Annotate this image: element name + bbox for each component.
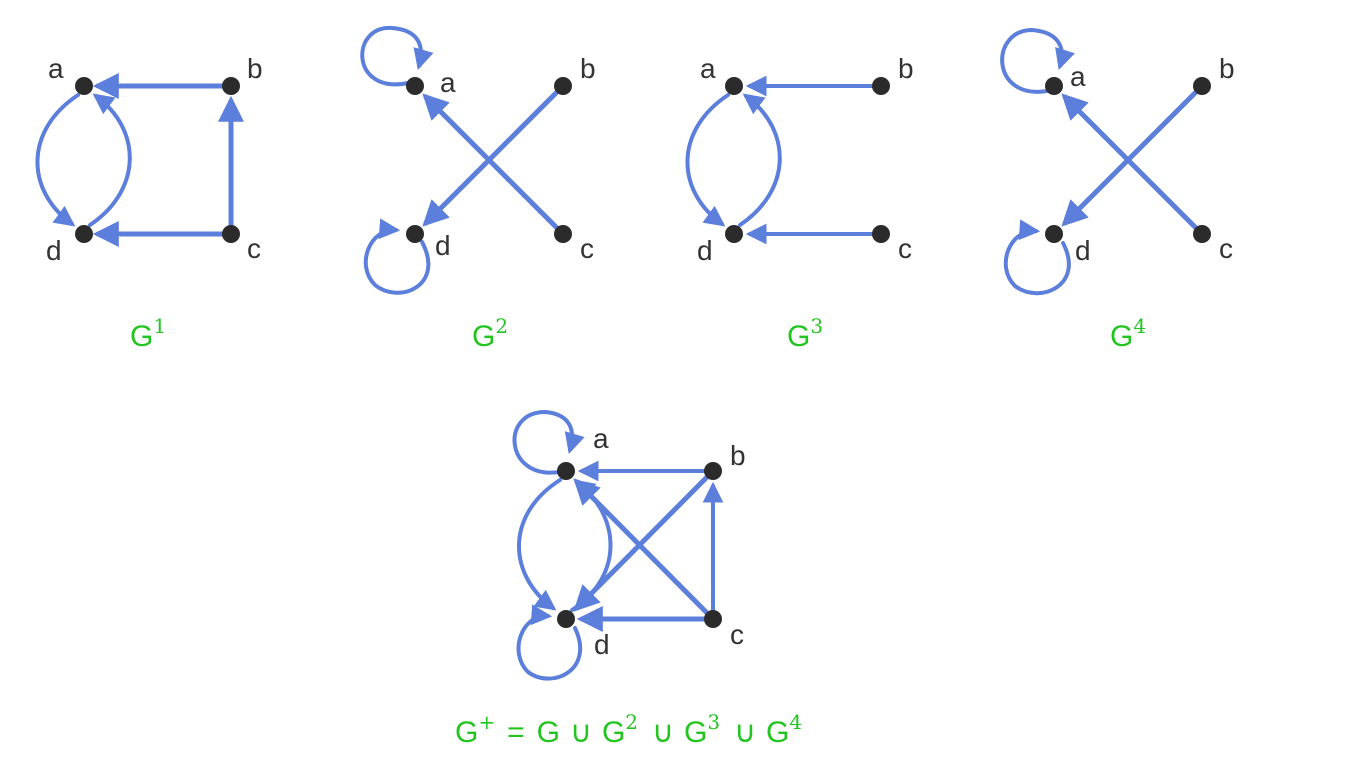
node-label-c: c [730,619,744,650]
caption-g1: G1 [130,314,166,353]
edge-a-to-a-loop [512,409,585,475]
edge-d-to-d-loop [363,218,431,295]
edge-b-to-d [1061,83,1205,227]
node-label-d: d [1075,235,1091,266]
node-label-a: a [48,53,64,84]
node-label-a: a [593,423,609,454]
graph-g1: a b c d G1 [35,53,263,353]
graph-g4: a b c d G4 [1000,27,1235,353]
node-label-a: a [440,67,456,98]
edge-a-to-a-loop [360,25,434,87]
node-label-c: c [247,233,261,264]
node-c [1193,225,1211,243]
node-a [75,77,93,95]
node-label-c: c [580,233,594,264]
caption-g4: G4 [1110,314,1146,353]
node-label-d: d [594,629,610,660]
node-label-b: b [898,53,914,84]
caption-g2: G2 [472,314,508,353]
edge-a-to-d [35,93,80,227]
edge-d-to-a [738,93,782,227]
node-b [872,77,890,95]
node-label-b: b [1219,53,1235,84]
node-label-d: d [435,230,451,261]
edge-d-to-a [88,93,132,227]
graph-g-plus: a b c d [512,409,746,681]
node-c [872,225,890,243]
edge-c-to-a [422,93,566,237]
node-d [725,225,743,243]
node-label-c: c [1219,233,1233,264]
node-a [725,77,743,95]
edge-b-to-d [422,83,566,227]
edge-a-to-d [685,93,730,227]
node-a [406,77,424,95]
node-c [704,610,722,628]
node-d [557,610,575,628]
node-b [704,462,722,480]
caption-g3: G3 [787,314,823,353]
edge-d-to-d-loop [516,604,583,681]
node-a [557,462,575,480]
node-b [1193,77,1211,95]
node-label-a: a [700,53,716,84]
graph-g3: a b c d G3 [685,53,914,353]
node-b [554,77,572,95]
node-c [222,225,240,243]
node-c [554,225,572,243]
edge-c-to-a [1061,93,1205,237]
node-b [222,77,240,95]
node-label-b: b [247,53,263,84]
node-a [1045,77,1063,95]
graph-g2: a b c d G2 [360,25,596,353]
union-caption: G+=G∪G2∪G3∪G4 [455,710,802,749]
edge-a-to-d [517,478,562,611]
edge-d-to-a [570,479,613,612]
node-label-d: d [46,235,62,266]
edge-a-to-a-loop [1000,27,1075,94]
node-d [1045,225,1063,243]
node-label-a: a [1070,61,1086,92]
node-label-c: c [898,233,912,264]
node-d [75,225,93,243]
node-label-d: d [697,235,713,266]
node-d [406,225,424,243]
node-label-b: b [580,53,596,84]
node-label-b: b [730,440,746,471]
edge-d-to-d-loop [1003,219,1071,296]
